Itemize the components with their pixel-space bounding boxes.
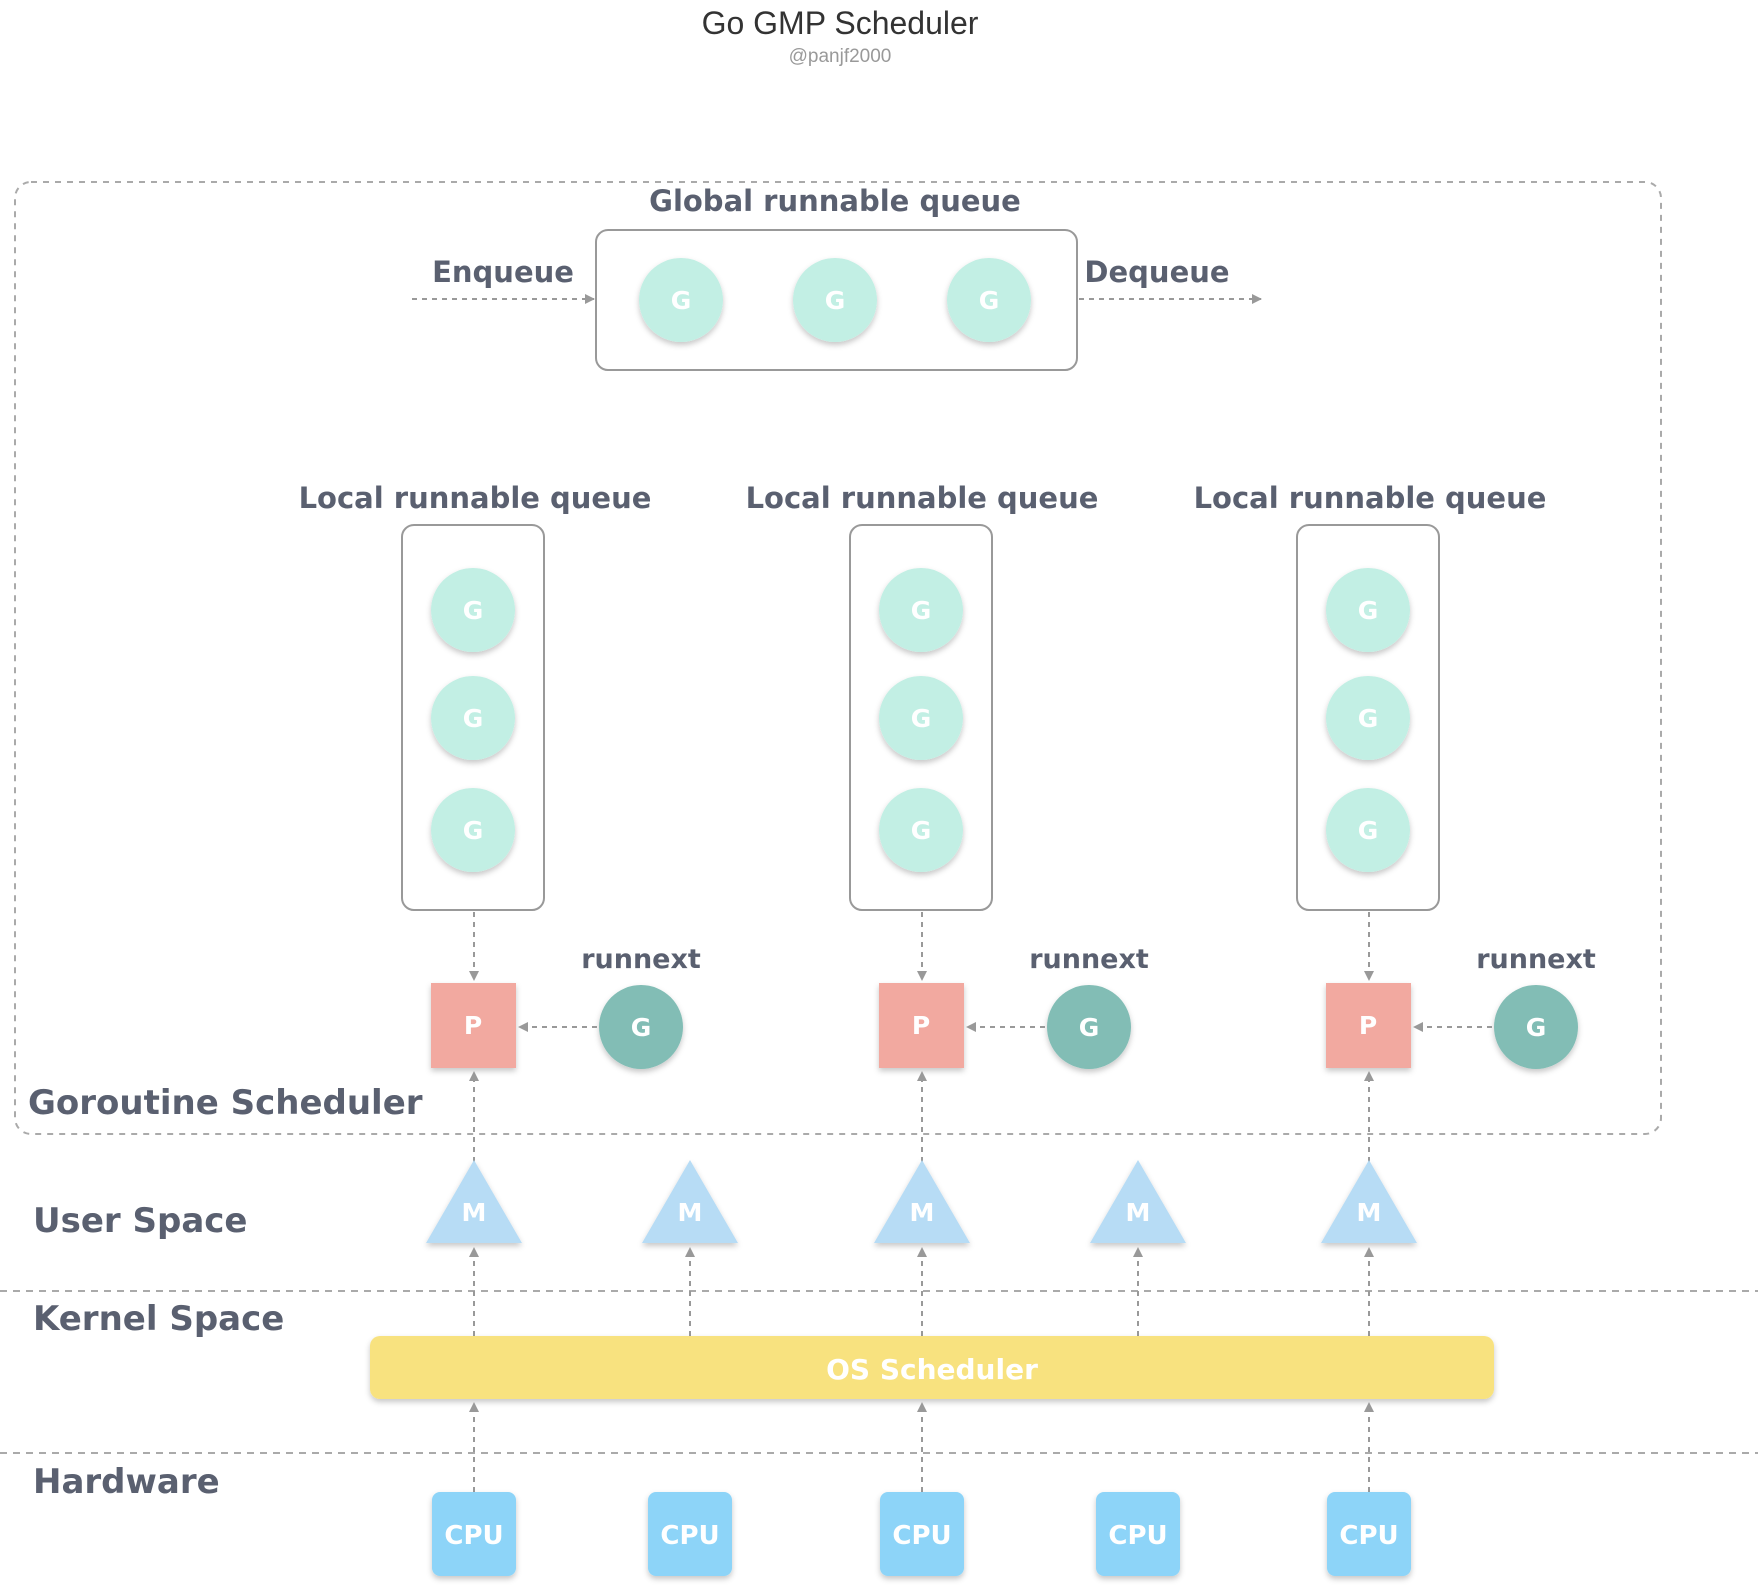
svg-text:P: P [464, 1011, 482, 1040]
svg-text:G: G [463, 596, 484, 625]
runnext-label: runnext [1029, 944, 1149, 975]
svg-text:G: G [1079, 1013, 1100, 1042]
hardware-label: Hardware [33, 1462, 220, 1502]
cpu: CPU [648, 1492, 732, 1576]
svg-text:CPU: CPU [1339, 1521, 1398, 1551]
runnext-goroutine: G [599, 985, 683, 1069]
runnext-label: runnext [1476, 944, 1596, 975]
svg-text:G: G [1526, 1013, 1547, 1042]
runnext-goroutine: G [1494, 985, 1578, 1069]
processor-column: Local runnable queue G G G P runnext G [299, 481, 701, 1069]
runnext-goroutine: G [1047, 985, 1131, 1069]
svg-text:G: G [1358, 816, 1379, 845]
local-queue-label: Local runnable queue [746, 481, 1099, 515]
enqueue-label: Enqueue [432, 255, 574, 289]
goroutine-scheduler-label: Goroutine Scheduler [28, 1083, 423, 1123]
svg-text:CPU: CPU [660, 1521, 719, 1551]
local-queue-goroutine: G [431, 676, 515, 760]
local-queue-goroutine: G [1326, 568, 1410, 652]
svg-text:G: G [463, 704, 484, 733]
svg-text:G: G [911, 596, 932, 625]
svg-text:CPU: CPU [892, 1521, 951, 1551]
machine-m: M [426, 1160, 522, 1243]
local-queue-label: Local runnable queue [1194, 481, 1547, 515]
svg-text:G: G [825, 286, 846, 315]
svg-text:G: G [671, 286, 692, 315]
svg-text:M: M [678, 1198, 703, 1227]
global-queue-goroutine: G [947, 258, 1031, 342]
svg-text:CPU: CPU [1108, 1521, 1167, 1551]
user-space-label: User Space [33, 1201, 248, 1241]
cpu: CPU [432, 1492, 516, 1576]
processor-column: Local runnable queue G G G P runnext G [746, 481, 1149, 1069]
local-queue-goroutine: G [1326, 788, 1410, 872]
svg-text:P: P [912, 1011, 930, 1040]
svg-text:G: G [1358, 596, 1379, 625]
local-queue-goroutine: G [879, 568, 963, 652]
runnext-label: runnext [581, 944, 701, 975]
global-queue-goroutine: G [793, 258, 877, 342]
svg-text:G: G [463, 816, 484, 845]
svg-text:G: G [911, 704, 932, 733]
local-queue-goroutine: G [1326, 676, 1410, 760]
processor-p: P [879, 983, 964, 1068]
diagram-subtitle: @panjf2000 [789, 46, 892, 67]
machine-m: M [1090, 1160, 1186, 1243]
machine-m: M [642, 1160, 738, 1243]
processor-p: P [431, 983, 516, 1068]
cpu: CPU [880, 1492, 964, 1576]
svg-text:P: P [1359, 1011, 1377, 1040]
processor-p: P [1326, 983, 1411, 1068]
processor-column: Local runnable queue G G G P runnext G [1194, 481, 1596, 1069]
local-queue-label: Local runnable queue [299, 481, 652, 515]
local-queue-goroutine: G [879, 788, 963, 872]
cpu: CPU [1327, 1492, 1411, 1576]
svg-text:M: M [1357, 1198, 1382, 1227]
os-scheduler: OS Scheduler [370, 1336, 1494, 1399]
global-queue-label: Global runnable queue [649, 184, 1021, 218]
svg-text:G: G [631, 1013, 652, 1042]
kernel-space-label: Kernel Space [33, 1299, 284, 1339]
svg-text:G: G [979, 286, 1000, 315]
dequeue-label: Dequeue [1084, 255, 1229, 289]
machine-m: M [874, 1160, 970, 1243]
local-queue-goroutine: G [431, 788, 515, 872]
machine-m: M [1321, 1160, 1417, 1243]
svg-text:G: G [1358, 704, 1379, 733]
svg-text:G: G [911, 816, 932, 845]
cpu: CPU [1096, 1492, 1180, 1576]
svg-text:OS Scheduler: OS Scheduler [826, 1353, 1038, 1386]
global-queue-goroutine: G [639, 258, 723, 342]
diagram-title: Go GMP Scheduler [702, 5, 979, 41]
local-queue-goroutine: G [879, 676, 963, 760]
svg-text:M: M [910, 1198, 935, 1227]
svg-text:CPU: CPU [444, 1521, 503, 1551]
svg-text:M: M [1126, 1198, 1151, 1227]
local-queue-goroutine: G [431, 568, 515, 652]
goroutine-scheduler-region [14, 181, 1662, 1135]
svg-text:M: M [462, 1198, 487, 1227]
